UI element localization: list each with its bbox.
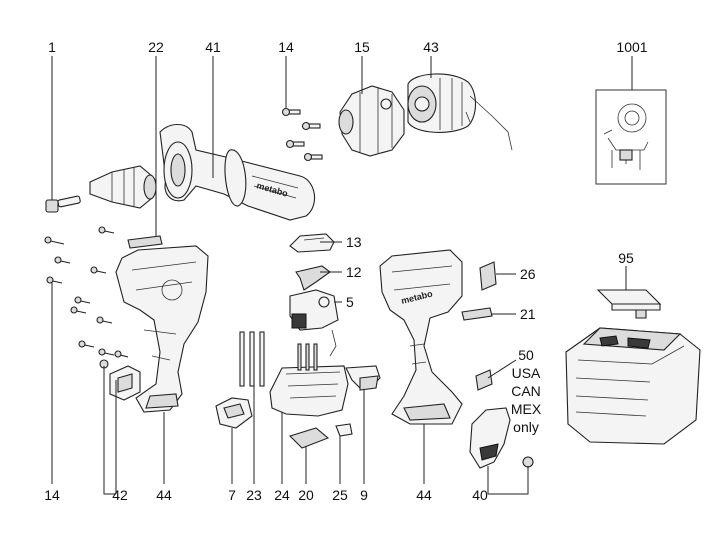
- part-95-plate[interactable]: [596, 289, 662, 319]
- callout-43: 43: [423, 39, 439, 55]
- part-24-electronics[interactable]: [269, 343, 349, 417]
- part-42-clip[interactable]: [109, 365, 141, 401]
- part-44-right-housing[interactable]: metabo: [379, 249, 463, 425]
- part-chuck[interactable]: [89, 165, 157, 209]
- callout-50: 50: [518, 347, 534, 363]
- part-13-slide[interactable]: [289, 233, 335, 253]
- part-1001-inset-box: [595, 89, 667, 185]
- callout-95: 95: [618, 250, 634, 266]
- part-22-label[interactable]: [127, 235, 163, 249]
- callout-50-only: only: [513, 419, 539, 435]
- part-26-label[interactable]: [479, 261, 497, 291]
- callout-12: 12: [346, 264, 362, 280]
- callout-20: 20: [298, 487, 314, 503]
- callout-44-right: 44: [416, 487, 432, 503]
- callout-5: 5: [346, 294, 354, 310]
- part-1-chuck-screw[interactable]: [45, 195, 81, 213]
- callout-14-top: 14: [278, 39, 294, 55]
- part-23-rods[interactable]: [239, 331, 265, 387]
- callout-26: 26: [520, 266, 536, 282]
- part-14-screws-top[interactable]: [281, 107, 323, 162]
- part-9-bracket[interactable]: [345, 365, 381, 391]
- part-44-left-housing[interactable]: [115, 245, 209, 413]
- callout-42: 42: [112, 487, 128, 503]
- callout-50-can: CAN: [511, 383, 541, 399]
- callout-41: 41: [205, 39, 221, 55]
- part-20-pad[interactable]: [288, 427, 330, 449]
- part-7-contact[interactable]: [215, 397, 253, 429]
- callout-14-bottom: 14: [44, 487, 60, 503]
- callout-13: 13: [346, 234, 362, 250]
- part-15-gearbox[interactable]: [338, 85, 405, 157]
- part-40-belt-clip[interactable]: [469, 407, 534, 469]
- callout-50-usa: USA: [512, 365, 541, 381]
- callout-50-mex: MEX: [511, 401, 542, 417]
- part-battery-pack[interactable]: [565, 327, 701, 445]
- part-25-sensor[interactable]: [335, 423, 353, 437]
- callout-1001: 1001: [616, 39, 647, 55]
- part-43-motor[interactable]: [407, 73, 513, 151]
- callout-40: 40: [472, 487, 488, 503]
- part-21-label[interactable]: [461, 307, 493, 321]
- part-50-label[interactable]: [475, 369, 493, 391]
- callout-24: 24: [274, 487, 290, 503]
- callout-23: 23: [246, 487, 262, 503]
- part-14-screws-left[interactable]: [44, 226, 129, 369]
- callout-25: 25: [332, 487, 348, 503]
- callout-labels: 1 22 41 14 15 43 1001 13 12 5 26 21 95 5…: [44, 39, 648, 503]
- callout-7: 7: [228, 487, 236, 503]
- callout-15: 15: [354, 39, 370, 55]
- part-12-button[interactable]: [295, 265, 331, 291]
- callout-9: 9: [360, 487, 368, 503]
- part-41-side-handle[interactable]: metabo: [159, 123, 316, 221]
- callout-44-left: 44: [156, 487, 172, 503]
- callout-22: 22: [148, 39, 164, 55]
- callout-21: 21: [520, 306, 536, 322]
- leader-lines: [51, 56, 633, 495]
- callout-1: 1: [48, 39, 56, 55]
- part-5-switch[interactable]: [289, 289, 339, 357]
